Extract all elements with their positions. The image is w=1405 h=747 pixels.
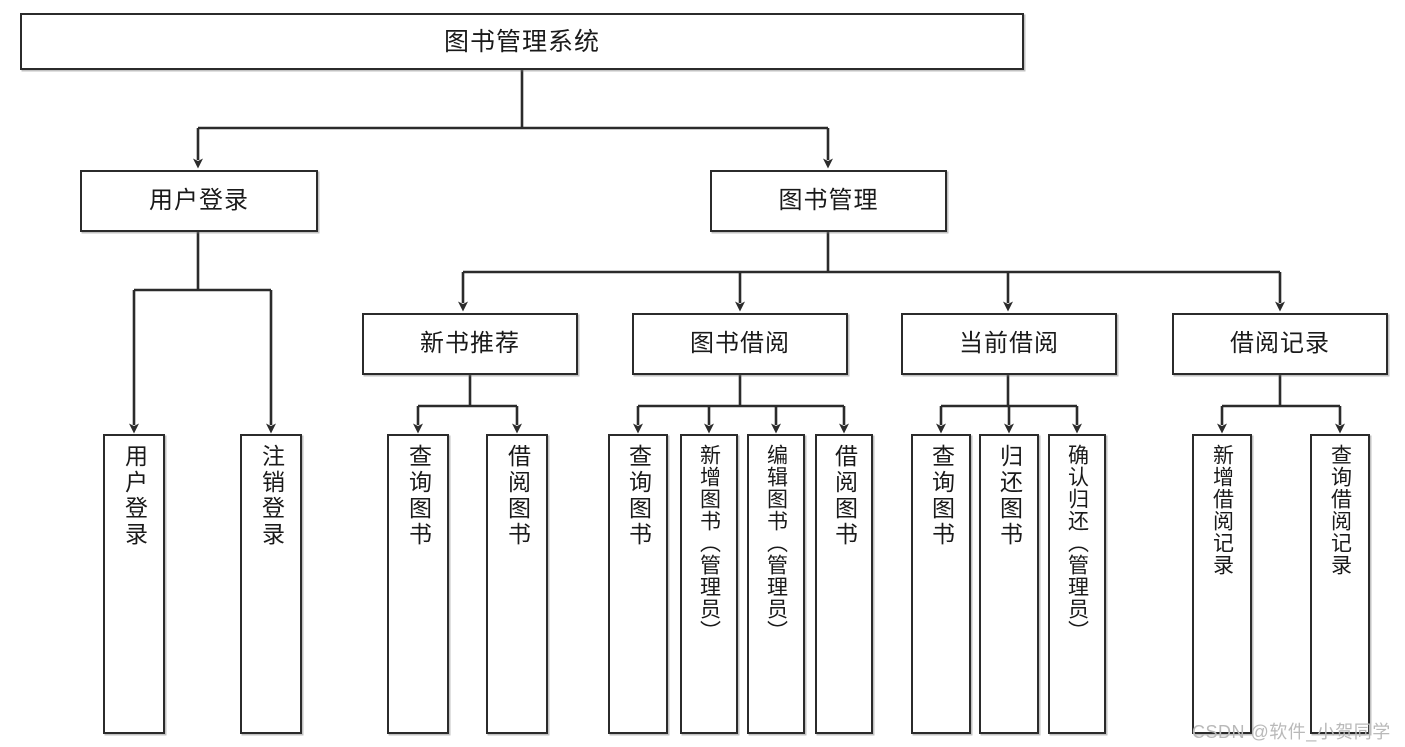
node-label: 确认归还（管理员） (1065, 444, 1089, 642)
csdn-watermark: CSDN @软件_小贺同学 (1192, 722, 1391, 742)
node-book-manage[interactable]: 图书管理 (710, 170, 947, 232)
leaf-user-login[interactable]: 用户登录 (103, 434, 165, 734)
leaf-query-book-current[interactable]: 查询图书 (911, 434, 971, 734)
leaf-logout-login[interactable]: 注销登录 (240, 434, 302, 734)
node-label: 归还图书 (996, 444, 1023, 548)
node-label: 借阅图书 (831, 444, 858, 548)
leaf-query-book-borrow[interactable]: 查询图书 (608, 434, 668, 734)
node-label: 借阅记录 (1230, 329, 1330, 357)
node-current-borrow[interactable]: 当前借阅 (901, 313, 1117, 375)
node-label: 用户登录 (121, 444, 148, 548)
node-new-book-rec[interactable]: 新书推荐 (362, 313, 578, 375)
node-label: 用户登录 (149, 186, 249, 214)
node-label: 图书借阅 (690, 329, 790, 357)
node-user-login[interactable]: 用户登录 (80, 170, 318, 232)
node-label: 新增图书（管理员） (697, 444, 721, 642)
leaf-query-book-rec[interactable]: 查询图书 (387, 434, 449, 734)
node-label: 新书推荐 (420, 329, 520, 357)
leaf-confirm-return-admin[interactable]: 确认归还（管理员） (1048, 434, 1106, 734)
leaf-add-borrow-record[interactable]: 新增借阅记录 (1192, 434, 1252, 734)
leaf-edit-book-admin[interactable]: 编辑图书（管理员） (747, 434, 805, 734)
node-label: 当前借阅 (959, 329, 1059, 357)
node-label: 编辑图书（管理员） (764, 444, 788, 642)
node-label: 注销登录 (258, 444, 285, 548)
node-book-borrow[interactable]: 图书借阅 (632, 313, 848, 375)
node-label: 借阅图书 (504, 444, 531, 548)
node-label: 图书管理系统 (443, 27, 600, 56)
node-label: 查询图书 (928, 444, 955, 548)
node-label: 查询图书 (625, 444, 652, 548)
leaf-return-book[interactable]: 归还图书 (979, 434, 1039, 734)
leaf-add-book-admin[interactable]: 新增图书（管理员） (680, 434, 738, 734)
leaf-borrow-book-borrow[interactable]: 借阅图书 (815, 434, 873, 734)
node-root-system[interactable]: 图书管理系统 (20, 13, 1024, 70)
leaf-borrow-book-rec[interactable]: 借阅图书 (486, 434, 548, 734)
node-borrow-record[interactable]: 借阅记录 (1172, 313, 1388, 375)
node-label: 图书管理 (778, 186, 879, 214)
leaf-query-borrow-record[interactable]: 查询借阅记录 (1310, 434, 1370, 734)
node-label: 查询图书 (405, 444, 432, 548)
node-label: 新增借阅记录 (1210, 444, 1234, 576)
node-label: 查询借阅记录 (1328, 444, 1352, 576)
